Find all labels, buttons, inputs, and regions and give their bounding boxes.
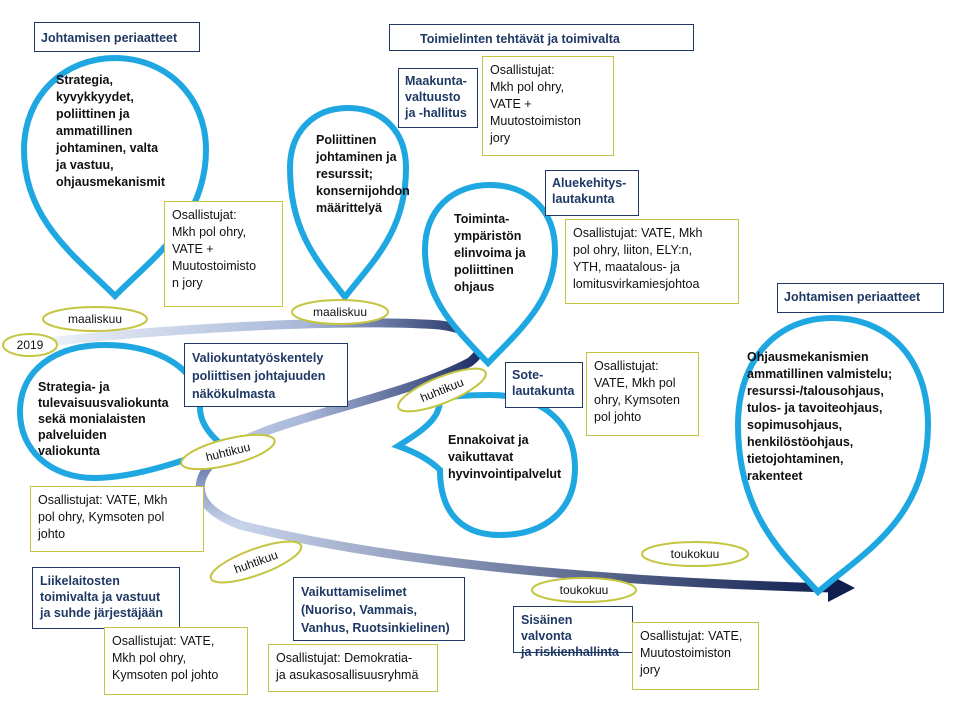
bubble-shape-6 xyxy=(734,314,932,597)
box-valiokuntatyoskentely: Valiokuntatyöskentely poliittisen johtaj… xyxy=(184,343,348,407)
header-johtamisen-periaatteet-right: Johtamisen periaatteet xyxy=(777,283,944,313)
oval-huhtikuu-1 xyxy=(397,367,487,413)
bubble-text-4: Strategia- ja tulevaisuusvaliokunta sekä… xyxy=(38,380,169,458)
header-toimielinten-tehtavat: Toimielinten tehtävät ja toimivalta xyxy=(389,24,694,51)
oval-toukokuu-1 xyxy=(531,577,637,603)
participants-5: Osallistujat: VATE, Mkh pol ohry, Kymsot… xyxy=(30,486,204,552)
timeline-segment-bottom xyxy=(238,520,833,593)
participants-1: Osallistujat: Mkh pol ohry, VATE + Muuto… xyxy=(164,201,283,307)
participants-7: Osallistujat: Demokratia- ja asukasosall… xyxy=(268,644,438,692)
participants-3: Osallistujat: VATE, Mkh pol ohry, liiton… xyxy=(565,219,739,304)
label-maaliskuu-1: maaliskuu xyxy=(67,312,123,326)
bubble-shape-2 xyxy=(286,104,410,302)
box-aluekehityslautakunta: Aluekehitys- lautakunta xyxy=(545,170,639,216)
label-toukokuu-2: toukokuu xyxy=(670,547,720,561)
bubble-text-1: Strategia, kyvykkyydet, poliittinen ja a… xyxy=(56,73,166,189)
oval-toukokuu-2 xyxy=(641,541,749,567)
oval-2019 xyxy=(2,333,58,357)
participants-2: Osallistujat: Mkh pol ohry, VATE + Muuto… xyxy=(482,56,614,156)
bubble-text-3: Toiminta- ympäristön elinvoima ja poliit… xyxy=(454,212,526,294)
oval-huhtikuu-3 xyxy=(209,540,303,584)
box-sisainen-valvonta: Sisäinen valvonta ja riskienhallinta xyxy=(513,606,633,659)
bubble-text-2: Poliittinen johtaminen ja resurssit; kon… xyxy=(316,133,410,215)
bubble-text-5: Ennakoivat ja vaikuttavat hyvinvointipal… xyxy=(448,433,562,481)
participants-6: Osallistujat: VATE, Mkh pol ohry, Kymsot… xyxy=(104,627,248,695)
label-maaliskuu-2: maaliskuu xyxy=(312,305,368,319)
label-toukokuu-1: toukokuu xyxy=(559,583,609,597)
box-maakuntavaltuusto: Maakunta- valtuusto ja -hallitus xyxy=(398,68,478,128)
bubble-shape-4 xyxy=(16,341,228,482)
header-johtamisen-periaatteet-top: Johtamisen periaatteet xyxy=(34,22,200,52)
box-sote-lautakunta: Sote- lautakunta xyxy=(505,362,583,408)
box-liikelaitosten: Liikelaitosten toimivalta ja vastuut ja … xyxy=(32,567,180,629)
bubble-text-6: Ohjausmekanismien ammatillinen valmistel… xyxy=(747,350,893,483)
participants-4: Osallistujat: VATE, Mkh pol ohry, Kymsot… xyxy=(586,352,699,436)
bubble-shape-3 xyxy=(421,181,559,368)
oval-huhtikuu-2 xyxy=(180,433,276,471)
oval-maaliskuu-2 xyxy=(291,299,389,325)
participants-8: Osallistujat: VATE, Muutostoimiston jory xyxy=(632,622,759,690)
oval-maaliskuu-1 xyxy=(42,306,148,332)
label-2019: 2019 xyxy=(16,338,44,352)
box-vaikuttamiselimet: Vaikuttamiselimet (Nuoriso, Vammais, Van… xyxy=(293,577,465,641)
